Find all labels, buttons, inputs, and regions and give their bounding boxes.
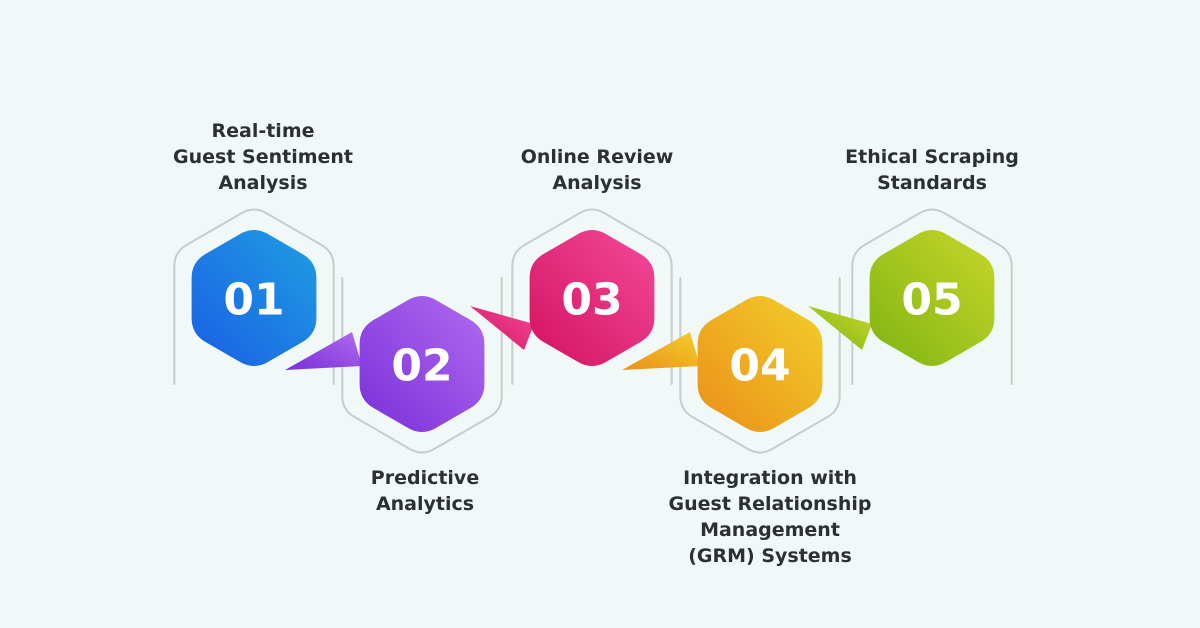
step-1-label-line-2: Guest Sentiment bbox=[173, 146, 353, 168]
step-3-label-line-1: Online Review bbox=[520, 146, 674, 168]
step-4-label: Integration with Guest Relationship Mana… bbox=[650, 465, 890, 569]
step-5-label: Ethical Scraping Standards bbox=[812, 144, 1052, 196]
step-2-number: 02 bbox=[391, 341, 452, 392]
step-1-number: 01 bbox=[223, 275, 284, 326]
step-3-connector bbox=[470, 306, 534, 350]
step-1-label-line-3: Analysis bbox=[218, 172, 308, 194]
step-5-connector bbox=[808, 306, 872, 350]
step-5-number: 05 bbox=[901, 275, 962, 326]
step-3-hexagon bbox=[529, 230, 655, 366]
step-3-label: Online Review Analysis bbox=[477, 144, 717, 196]
step-1-label: Real-time Guest Sentiment Analysis bbox=[143, 118, 383, 196]
step-1-hexagon bbox=[191, 230, 317, 366]
step-5-label-line-2: Standards bbox=[877, 172, 987, 194]
step-1-label-line-1: Real-time bbox=[211, 120, 315, 142]
step-2-label-line-2: Analytics bbox=[375, 493, 475, 515]
step-2-label-line-1: Predictive bbox=[370, 467, 480, 489]
step-3-number: 03 bbox=[561, 275, 622, 326]
step-4-connector bbox=[622, 332, 700, 370]
step-2-connector bbox=[285, 332, 362, 370]
step-4-label-line-4: (GRM) Systems bbox=[688, 545, 852, 567]
step-2-label: Predictive Analytics bbox=[305, 465, 545, 517]
step-4-label-line-3: Management bbox=[700, 519, 840, 541]
step-5-hexagon bbox=[869, 230, 995, 366]
step-4-number: 04 bbox=[729, 341, 790, 392]
step-4-hexagon bbox=[697, 296, 823, 432]
step-4-label-line-2: Guest Relationship bbox=[668, 493, 872, 515]
step-5-label-line-1: Ethical Scraping bbox=[845, 146, 1019, 168]
step-1-outline bbox=[173, 208, 335, 385]
step-3-label-line-2: Analysis bbox=[552, 172, 642, 194]
step-4-label-line-1: Integration with bbox=[683, 467, 857, 489]
step-2-hexagon bbox=[359, 296, 485, 432]
